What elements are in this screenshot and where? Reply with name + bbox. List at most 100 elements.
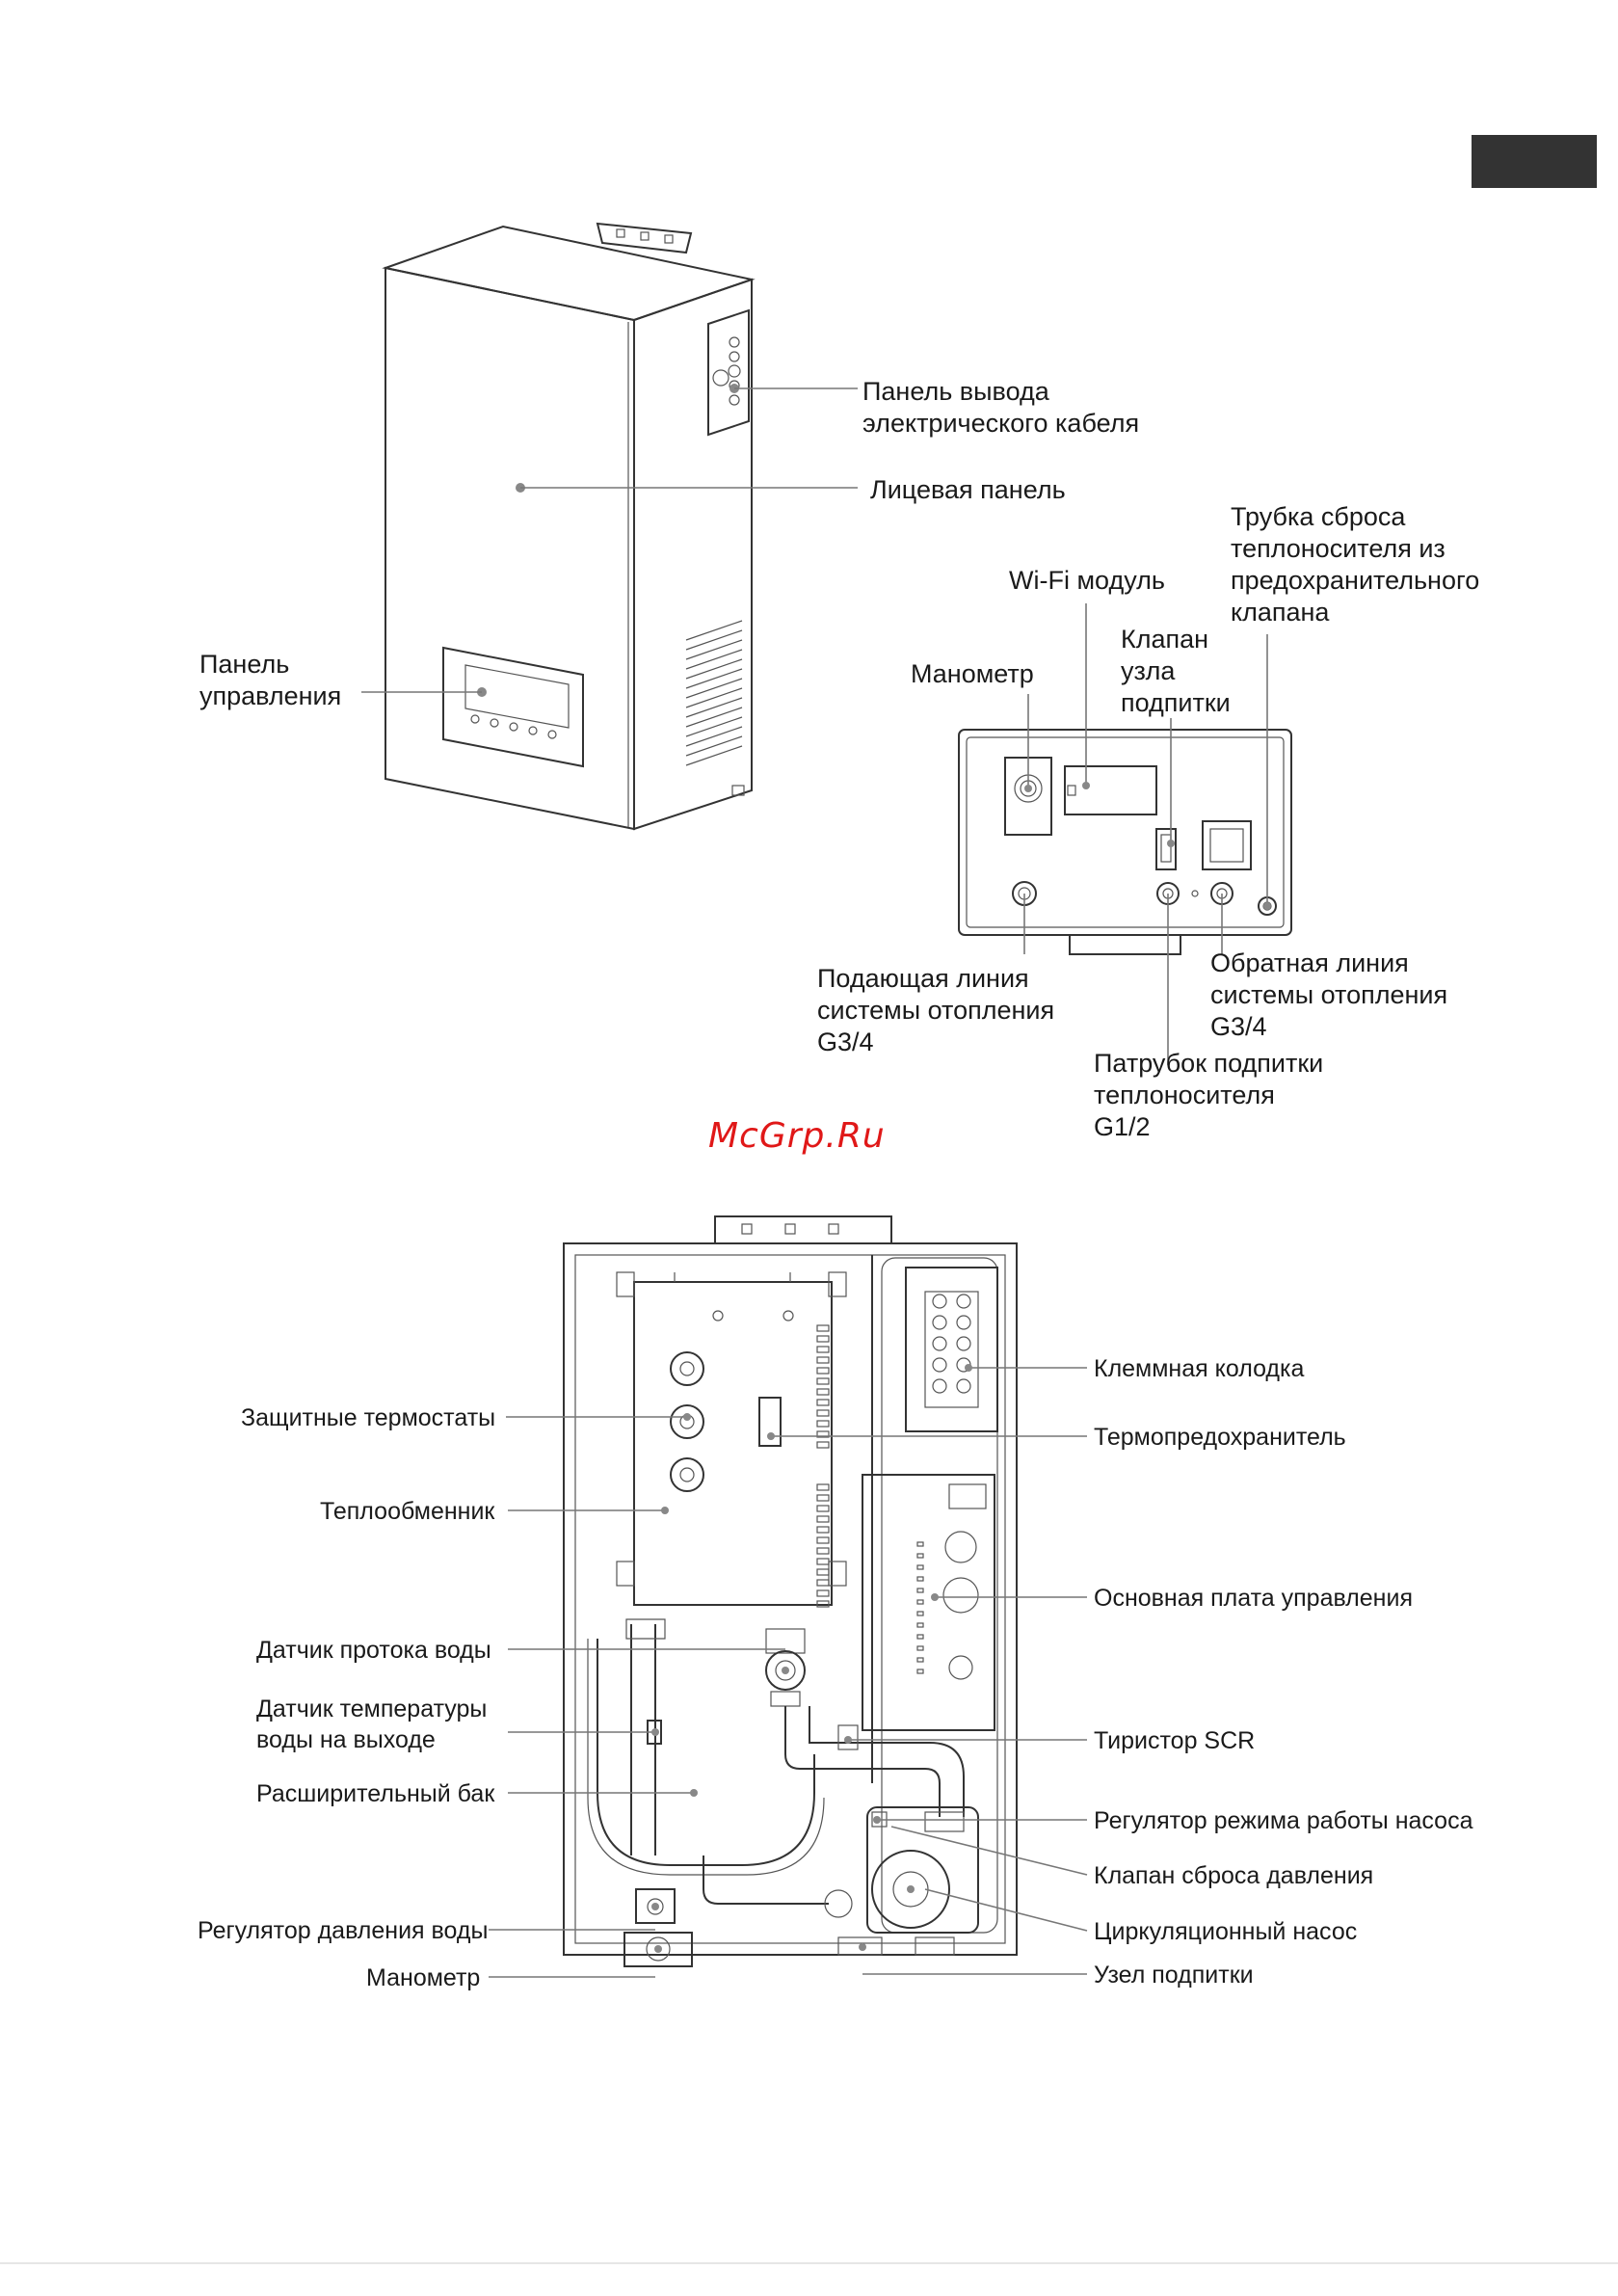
vent-slot — [685, 726, 743, 747]
vent-slot — [685, 735, 743, 757]
terminal-screw — [956, 1336, 971, 1351]
label-heat-exchanger: Теплообменник — [320, 1498, 495, 1525]
label-wifi-module: Wi-Fi модуль — [1009, 566, 1165, 595]
heater-pin — [816, 1505, 830, 1512]
control-panel-drawing — [442, 646, 584, 768]
heater-pin — [816, 1388, 830, 1396]
label-protective-thermostats: Защитные термостаты — [241, 1404, 495, 1431]
label-scr: Тиристор SCR — [1094, 1727, 1255, 1754]
vent-slot — [685, 678, 743, 699]
terminal-screw — [932, 1315, 947, 1330]
label-pump-mode: Регулятор режима работы насоса — [1094, 1807, 1473, 1834]
label-supply-line: Подающая линия системы отопления G3/4 — [817, 964, 1062, 1056]
vent-slot — [685, 745, 743, 766]
heater-pin — [816, 1335, 830, 1343]
board-component — [916, 1657, 924, 1663]
label-cable-panel: Панель вывода электрического кабеля — [862, 377, 1139, 438]
board-component — [916, 1599, 924, 1605]
label-manometer-top: Манометр — [911, 659, 1034, 688]
vent-slot — [685, 629, 743, 651]
heater-pin — [816, 1420, 830, 1428]
vent-slot — [685, 707, 743, 728]
board-component — [916, 1634, 924, 1640]
scr-drawing — [837, 1724, 859, 1750]
board-component — [916, 1541, 924, 1547]
heater-pin — [816, 1568, 830, 1576]
board-component — [916, 1645, 924, 1651]
thermal-fuse-drawing — [758, 1397, 782, 1447]
wifi-module-drawing — [1064, 765, 1157, 815]
vent-slot — [685, 687, 743, 708]
circulation-pump-drawing — [866, 1806, 979, 1934]
heater-pin — [816, 1430, 830, 1438]
heater-pin — [816, 1536, 830, 1544]
vent-slot — [685, 658, 743, 680]
board-component — [916, 1564, 924, 1570]
heater-pin — [816, 1483, 830, 1491]
makeup-valve-drawing — [1155, 828, 1177, 870]
bottom-leaders — [489, 1364, 1088, 1978]
label-control-panel: Панель управления — [199, 650, 341, 710]
heater-pin — [816, 1367, 830, 1375]
heater-pin — [816, 1600, 830, 1608]
terminal-screw — [956, 1378, 971, 1394]
heat-exchanger-drawing — [616, 1271, 847, 1608]
flow-sensor-drawing — [765, 1628, 806, 1707]
boiler-front-drawing — [382, 222, 756, 831]
heater-pin — [816, 1324, 830, 1332]
terminal-screw — [956, 1315, 971, 1330]
side-vent-slots — [685, 620, 743, 766]
label-circ-pump: Циркуляционный насос — [1094, 1918, 1357, 1945]
boiler-internal-drawing — [563, 1215, 1018, 1967]
manometer-bottom-drawing — [623, 1932, 693, 1967]
label-relief-valve: Клапан сброса давления — [1094, 1862, 1373, 1889]
terminal-screw — [932, 1357, 947, 1373]
label-main-board: Основная плата управления — [1094, 1585, 1413, 1612]
label-terminal-block: Клеммная колодка — [1094, 1355, 1304, 1382]
heater-pin — [816, 1494, 830, 1502]
main-board-drawing — [862, 1474, 995, 1731]
board-component — [916, 1669, 924, 1674]
bottom-view-leaders — [1023, 603, 1271, 1065]
label-thermal-fuse: Термопредохранитель — [1094, 1424, 1346, 1451]
board-component — [916, 1553, 924, 1559]
expansion-tank-drawing — [597, 1639, 815, 1866]
heater-pin — [816, 1409, 830, 1417]
label-makeup-nozzle: Патрубок подпитки теплоносителя G1/2 — [1094, 1049, 1331, 1141]
heater-pin — [816, 1579, 830, 1587]
cable-gland-dots — [712, 336, 741, 406]
heater-pin — [816, 1356, 830, 1364]
label-manometer-bottom: Манометр — [366, 1964, 480, 1991]
section-tab — [1472, 135, 1597, 188]
vent-slot — [685, 716, 743, 737]
terminal-block-drawing — [905, 1267, 998, 1432]
heater-pin — [816, 1399, 830, 1406]
vent-slot — [685, 620, 743, 641]
terminal-screw — [932, 1336, 947, 1351]
label-outlet-temp-sensor: Датчик температуры воды на выходе — [256, 1695, 493, 1753]
terminal-screw — [932, 1294, 947, 1309]
heater-pin — [816, 1547, 830, 1555]
top-leaders — [361, 384, 858, 697]
heater-pin — [816, 1526, 830, 1534]
boiler-bottom-view — [958, 729, 1292, 955]
heater-pin — [816, 1515, 830, 1523]
watermark: McGrp.Ru — [708, 1116, 886, 1156]
label-front-panel: Лицевая панель — [870, 475, 1066, 504]
label-makeup-valve: Клапан узла подпитки — [1121, 625, 1231, 717]
label-makeup-unit: Узел подпитки — [1094, 1962, 1254, 1989]
vent-slot — [685, 697, 743, 718]
vent-slot — [685, 649, 743, 670]
heater-pin — [816, 1589, 830, 1597]
terminal-screw — [932, 1378, 947, 1394]
label-expansion-tank: Расширительный бак — [256, 1780, 495, 1807]
board-component — [916, 1611, 924, 1616]
terminal-screw — [956, 1294, 971, 1309]
board-component — [916, 1576, 924, 1582]
heater-pin — [816, 1558, 830, 1565]
thermostats-drawing — [670, 1351, 704, 1492]
label-pressure-regulator: Регулятор давления воды — [198, 1917, 488, 1944]
label-relief-tube: Трубка сброса теплоносителя из предохран… — [1231, 502, 1487, 627]
board-component — [916, 1622, 924, 1628]
